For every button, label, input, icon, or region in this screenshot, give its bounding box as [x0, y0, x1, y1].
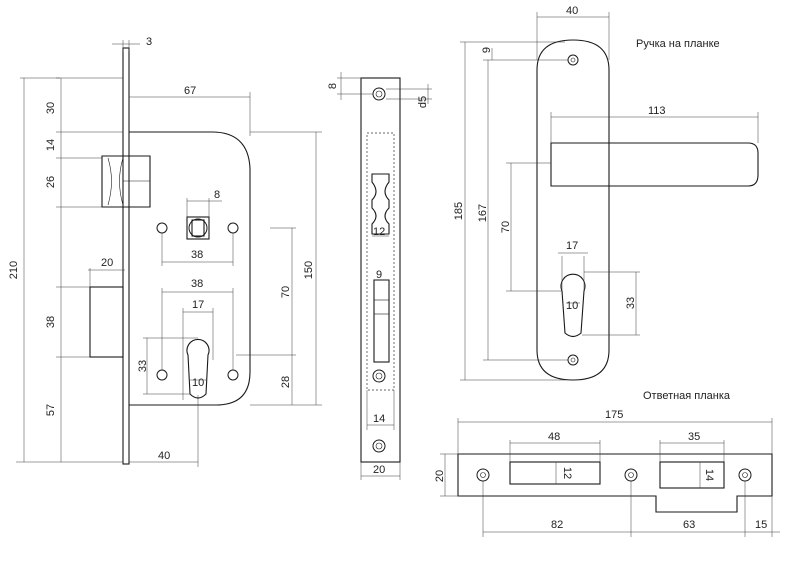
- dim-d5: d5: [417, 96, 429, 108]
- faceplate-outline: [360, 77, 401, 463]
- screw-hole: [372, 439, 386, 453]
- dim-d57: 57: [45, 404, 57, 416]
- dim-d10b: 10: [566, 300, 578, 312]
- strike-plate-outline: [457, 453, 773, 513]
- screw-hole: [372, 87, 386, 101]
- dim-d20c: 20: [434, 470, 446, 482]
- spindle-square: [186, 216, 210, 240]
- lock-case: [129, 131, 251, 406]
- dim-d70b: 70: [500, 221, 512, 233]
- dim-d17b: 17: [566, 240, 578, 252]
- dim-d38c: 38: [191, 278, 203, 290]
- screw-hole: [476, 468, 490, 482]
- dim-d40b: 40: [566, 5, 578, 17]
- screw-hole: [156, 369, 168, 381]
- dim-d20b: 20: [373, 464, 385, 476]
- dim-d63: 63: [683, 519, 695, 531]
- dim-d113: 113: [648, 105, 666, 117]
- dim-d8b: 8: [327, 83, 339, 89]
- dim-d14c: 14: [703, 469, 715, 481]
- handle-dimensions: 40 185 167 9 70 113 17 10 33: [453, 5, 759, 381]
- dim-d10a: 10: [192, 377, 204, 389]
- lock-body-view: [89, 47, 251, 465]
- dim-d14b: 14: [373, 413, 385, 425]
- dim-d12b: 12: [561, 467, 573, 479]
- dim-d38b: 38: [45, 316, 57, 328]
- strike-plate-view: [457, 453, 773, 513]
- dim-d30: 30: [45, 102, 57, 114]
- dim-d40a: 40: [158, 450, 170, 462]
- lock-dimensions: 3 67 30 14 26 210 38 57 8 38 150: [8, 36, 322, 467]
- latch-bolt: [101, 155, 151, 208]
- screw-hole: [156, 222, 168, 234]
- strike-latch-slot: [509, 461, 601, 485]
- dim-d67: 67: [184, 85, 196, 97]
- dim-d82: 82: [551, 519, 563, 531]
- screw-hole: [372, 369, 386, 383]
- screw-hole: [227, 369, 239, 381]
- dim-d3: 3: [146, 36, 152, 48]
- dim-d33b: 33: [625, 297, 637, 309]
- dim-d167: 167: [477, 204, 489, 222]
- dim-d185: 185: [453, 202, 465, 220]
- handle-lever: [550, 142, 759, 187]
- strike-title: Ответная планка: [643, 390, 731, 402]
- faceplate-dimensions: 8 d5 12 9 14 20: [327, 72, 432, 480]
- dim-d9a: 9: [376, 269, 382, 281]
- cylinder-cutout: [186, 338, 210, 399]
- dim-d150: 150: [303, 261, 315, 279]
- strike-bolt-slot: [659, 461, 725, 489]
- lock-faceplate: [122, 47, 130, 465]
- faceplate-view: [360, 77, 401, 463]
- dim-d210: 210: [8, 261, 20, 279]
- dim-d17a: 17: [192, 299, 204, 311]
- dim-d14a: 14: [45, 139, 57, 151]
- handle-title: Ручка на планке: [636, 38, 720, 50]
- screw-hole: [624, 468, 638, 482]
- dim-d8a: 8: [214, 189, 220, 201]
- screw-hole: [567, 354, 579, 366]
- dim-d12a: 12: [373, 226, 385, 238]
- dim-d20a: 20: [101, 257, 113, 269]
- handle-backplate: [536, 39, 610, 381]
- dim-d15: 15: [755, 519, 767, 531]
- screw-hole: [738, 468, 752, 482]
- dim-d48: 48: [548, 431, 560, 443]
- dim-d28: 28: [280, 376, 292, 388]
- dim-d35: 35: [688, 431, 700, 443]
- dim-d33a: 33: [137, 360, 149, 372]
- dim-d175: 175: [605, 409, 623, 421]
- screw-hole: [567, 54, 579, 66]
- strike-dimensions: 175 48 35 20 12 14 82 63 15: [434, 409, 780, 537]
- dim-d70a: 70: [280, 286, 292, 298]
- handle-cylinder-hole: [560, 273, 586, 338]
- handle-view: [536, 39, 759, 381]
- dim-d26: 26: [45, 176, 57, 188]
- dim-d9b: 9: [481, 47, 493, 53]
- deadbolt: [89, 286, 124, 358]
- dim-d38a: 38: [191, 249, 203, 261]
- screw-hole: [227, 222, 239, 234]
